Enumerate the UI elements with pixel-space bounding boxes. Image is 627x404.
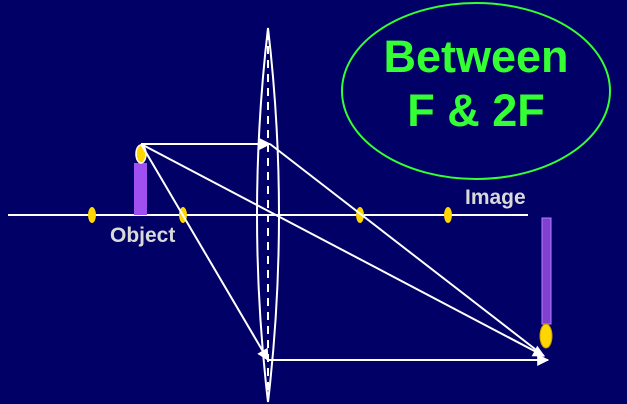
callout-line-1: Between: [383, 31, 569, 82]
image-candle-flame: [539, 323, 553, 349]
image-candle-body: [541, 217, 552, 325]
focal-point-2f-left: [88, 207, 96, 223]
object-label: Object: [110, 224, 176, 247]
callout-ellipse: [341, 2, 611, 180]
ray-focal-in: [140, 143, 269, 362]
focal-point-2f-right: [444, 207, 452, 223]
object-candle-body: [134, 163, 147, 215]
image-label: Image: [465, 186, 526, 209]
callout-line-2: F & 2F: [407, 85, 545, 136]
convex-lens: [256, 27, 280, 403]
object-candle-flame: [135, 144, 147, 164]
callout-text: Between F & 2F: [345, 30, 607, 138]
ray-parallel-out: [269, 143, 545, 357]
ray-central: [140, 143, 546, 357]
